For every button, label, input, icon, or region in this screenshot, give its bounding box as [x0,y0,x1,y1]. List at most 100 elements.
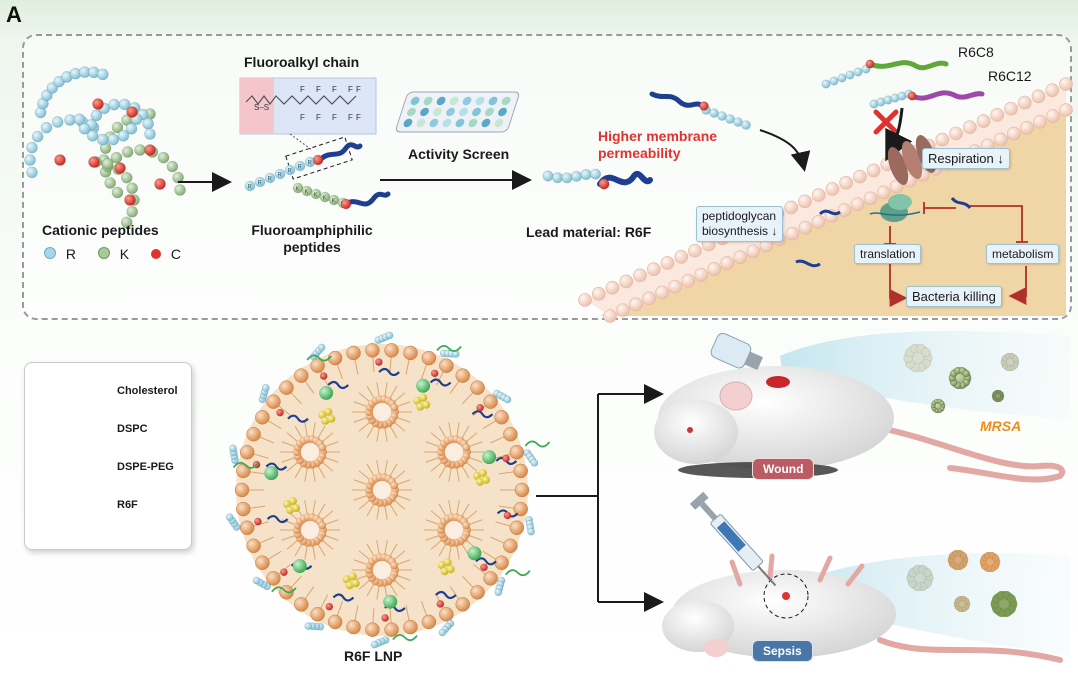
lipid-tail [353,417,368,423]
lipid-head [503,426,518,442]
lipid-head [494,555,509,570]
injection-site-circle [763,573,809,619]
peg-ball [264,466,279,481]
peptide-bead [502,454,510,463]
well [498,107,507,117]
lipid-head [384,622,399,637]
mrsa-bacterium [1011,355,1019,362]
peptide-bead [144,144,156,156]
peptide-bead [86,129,99,142]
peg-chain [392,634,418,642]
mrsa-bacterium [992,554,1000,562]
peptide-bead [54,154,66,166]
peptide-bead [340,198,352,210]
lipid-tail [353,559,368,565]
cholesterol-bead [283,500,292,509]
micelle-core [373,561,391,579]
peptide-bead [551,172,563,184]
micelle-core [301,443,319,461]
peptide-bead [699,101,709,111]
peptide-bead [121,146,134,158]
lipid-tail [384,540,388,555]
lipid-tail [430,461,443,472]
peptide-bead [829,76,839,86]
peptide-bead [294,160,306,172]
membrane-head [837,203,852,217]
legend-label-cholesterol: Cholesterol [117,385,178,397]
cholesterol-bead [342,575,351,584]
lipid-tail [393,579,406,590]
fluorine-atom: F [332,113,337,122]
cholesterol-bead [327,414,336,423]
lipid-tail [389,583,398,597]
well [501,96,511,106]
residue-letter: K [296,187,300,193]
lipid-tail [324,535,339,541]
sepsis-badge: Sepsis [752,640,813,662]
lipid-tail [304,467,308,482]
lipid-tail [393,470,406,481]
peptide-bead [51,116,64,128]
membrane-head [674,249,689,264]
lipid-tail [456,500,460,515]
fluoroamphiphilic-peptides-drawing: RRRRRRRKKKKKK [244,136,391,210]
lipid-head [255,555,270,570]
lipid-tail [312,500,316,515]
lipid-tail [396,559,411,565]
lipid-head [266,394,281,409]
higher-membrane-line2: permeability [598,145,681,161]
spray-bottle-icon [710,332,764,371]
lipid-tail [396,495,411,501]
peptide-bead [114,162,126,174]
lipid-head [236,501,251,517]
legend-letter-k: K [119,246,130,262]
wound-site [766,376,790,388]
lipid-tail [425,519,440,525]
well [475,96,485,106]
r6f-tail [429,378,452,387]
lipid-tail [384,505,388,520]
cholesterol-bead [289,497,298,506]
lipid-head [384,343,399,358]
lipid-tail [438,465,447,479]
residue-letter: R [308,161,313,167]
peptide-bead [261,383,270,392]
activity-screen-label: Activity Screen [408,146,510,162]
lipid-tail [468,519,483,525]
lipid-tail [461,425,470,439]
peptide-bead [126,182,138,195]
membrane-head [798,220,813,235]
lipid-tail [358,499,371,510]
peptide-bead [111,121,124,134]
lnp-legend-card: Cholesterol DSPC DSPE-PEG R6F [24,362,192,550]
peptide-bead [104,177,116,189]
well [436,96,446,106]
peptide-bead [73,113,86,126]
lipid-tail [304,545,308,560]
lipid-tail [324,457,339,463]
peg-ball [319,385,334,400]
membrane-head [1046,109,1060,123]
membrane-head [578,293,592,307]
peptide-bead [542,170,554,182]
well [407,107,416,117]
lipid-tail [304,500,308,515]
well [403,118,413,128]
peptide-bead [264,172,276,184]
peptide-bead [88,156,100,168]
mouse-tail [877,425,1066,483]
peptidoglycan-line1: peptidoglycan [702,209,777,223]
membrane-head [976,114,991,128]
fluoro-tail-1 [315,142,363,165]
legend-letter-c: C [170,246,182,262]
fluorine-atom: F [332,85,337,94]
wound-badge: Wound [752,458,815,480]
lipid-tail [468,457,483,463]
peptide-bead [480,563,488,572]
peptide-bead [276,408,284,417]
residue-letter: R [258,181,263,187]
lipid-tail [376,585,380,600]
fluoroalkyl-chain-title: Fluoroalkyl chain [244,54,360,70]
